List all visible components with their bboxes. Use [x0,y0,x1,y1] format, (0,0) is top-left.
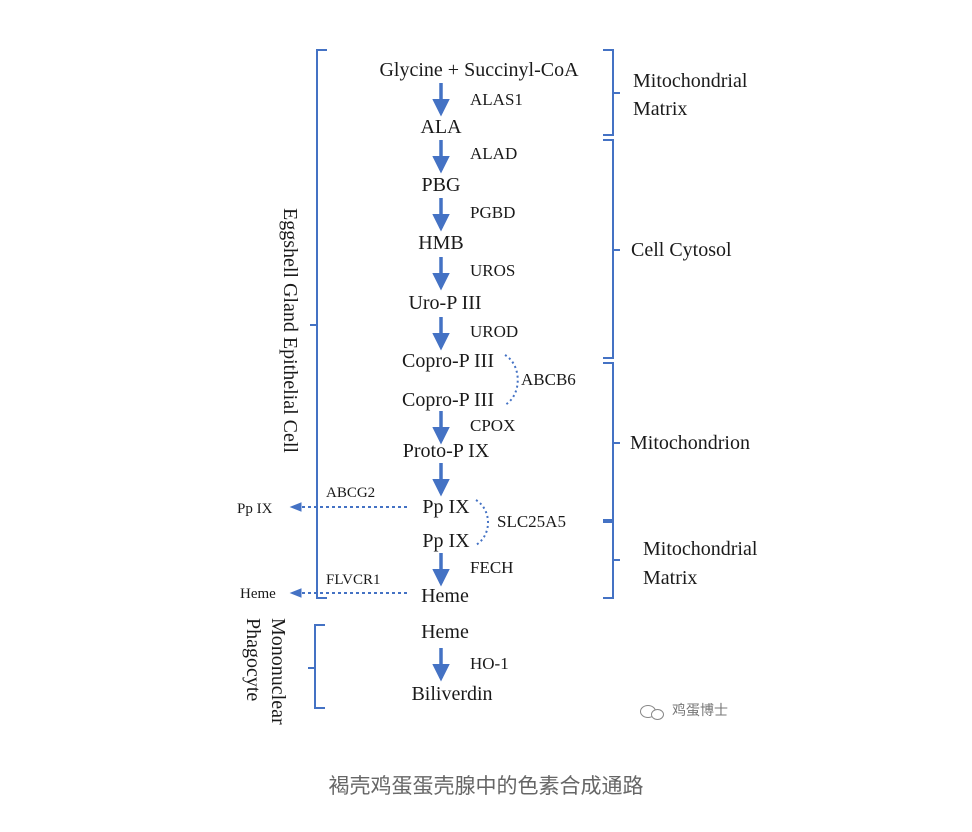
node-biliverdin: Biliverdin [411,683,492,705]
enzyme-alad: ALAD [470,144,517,163]
enzyme-cpox: CPOX [470,416,515,435]
transporter-flvcr1: FLVCR1 [326,572,380,588]
watermark-text: 鸡蛋博士 [672,703,728,719]
node-proto-p-ix: Proto-P IX [403,440,490,462]
exported-ppix-label: Pp IX [237,501,273,517]
node-glycine-succinyl-coa: Glycine + Succinyl-CoA [379,59,579,81]
node-pp-ix-mito: Pp IX [422,496,470,518]
label-matrix-bottom-line2: Matrix [643,567,697,589]
exported-heme-label: Heme [240,586,276,602]
abcb6-transport-curve [504,354,519,406]
bracket-phagocyte [308,624,325,709]
node-hmb: HMB [418,232,464,254]
enzyme-ho1: HO-1 [470,654,509,673]
enzyme-uros: UROS [470,261,515,280]
node-heme-phagocyte: Heme [421,621,469,643]
label-matrix-bottom-line1: Mitochondrial [643,538,758,560]
node-pbg: PBG [422,174,461,196]
label-cytosol: Cell Cytosol [631,239,732,261]
bracket-matrix-top [603,49,620,136]
slc25a5-transport-curve [475,499,489,546]
label-mitochondrion: Mitochondrion [630,432,750,454]
enzyme-pgbd: PGBD [470,203,515,222]
bracket-matrix-bottom [603,521,620,599]
enzyme-fech: FECH [470,558,513,577]
enzyme-urod: UROD [470,322,518,341]
bracket-cytosol [603,139,620,359]
compartment-brackets [308,49,620,709]
label-eggshell-gland-cell: Eggshell Gland Epithelial Cell [279,208,301,453]
label-phagocyte-line2: Phagocyte [242,618,264,701]
enzyme-abcb6: ABCB6 [521,370,576,389]
node-uro-p-iii: Uro-P III [408,292,481,314]
bracket-eggshell-cell [310,49,327,599]
node-copro-p-iii-cytosol: Copro-P III [402,350,494,372]
wechat-icon [640,703,666,720]
node-pp-ix-matrix: Pp IX [422,530,470,552]
node-heme: Heme [421,585,469,607]
enzyme-slc25a5: SLC25A5 [497,512,566,531]
bracket-mitochondrion [603,362,620,521]
watermark: 鸡蛋博士 [640,700,728,720]
label-phagocyte-line1: Mononuclear [267,618,289,725]
enzyme-alas1: ALAS1 [470,90,523,109]
label-matrix-top-line2: Matrix [633,98,687,120]
figure-caption: 褐壳鸡蛋蛋壳腺中的色素合成通路 [328,774,644,798]
transporter-abcg2: ABCG2 [326,485,375,501]
label-matrix-top-line1: Mitochondrial [633,70,748,92]
node-ala: ALA [420,116,462,138]
node-copro-p-iii-mito: Copro-P III [402,389,494,411]
